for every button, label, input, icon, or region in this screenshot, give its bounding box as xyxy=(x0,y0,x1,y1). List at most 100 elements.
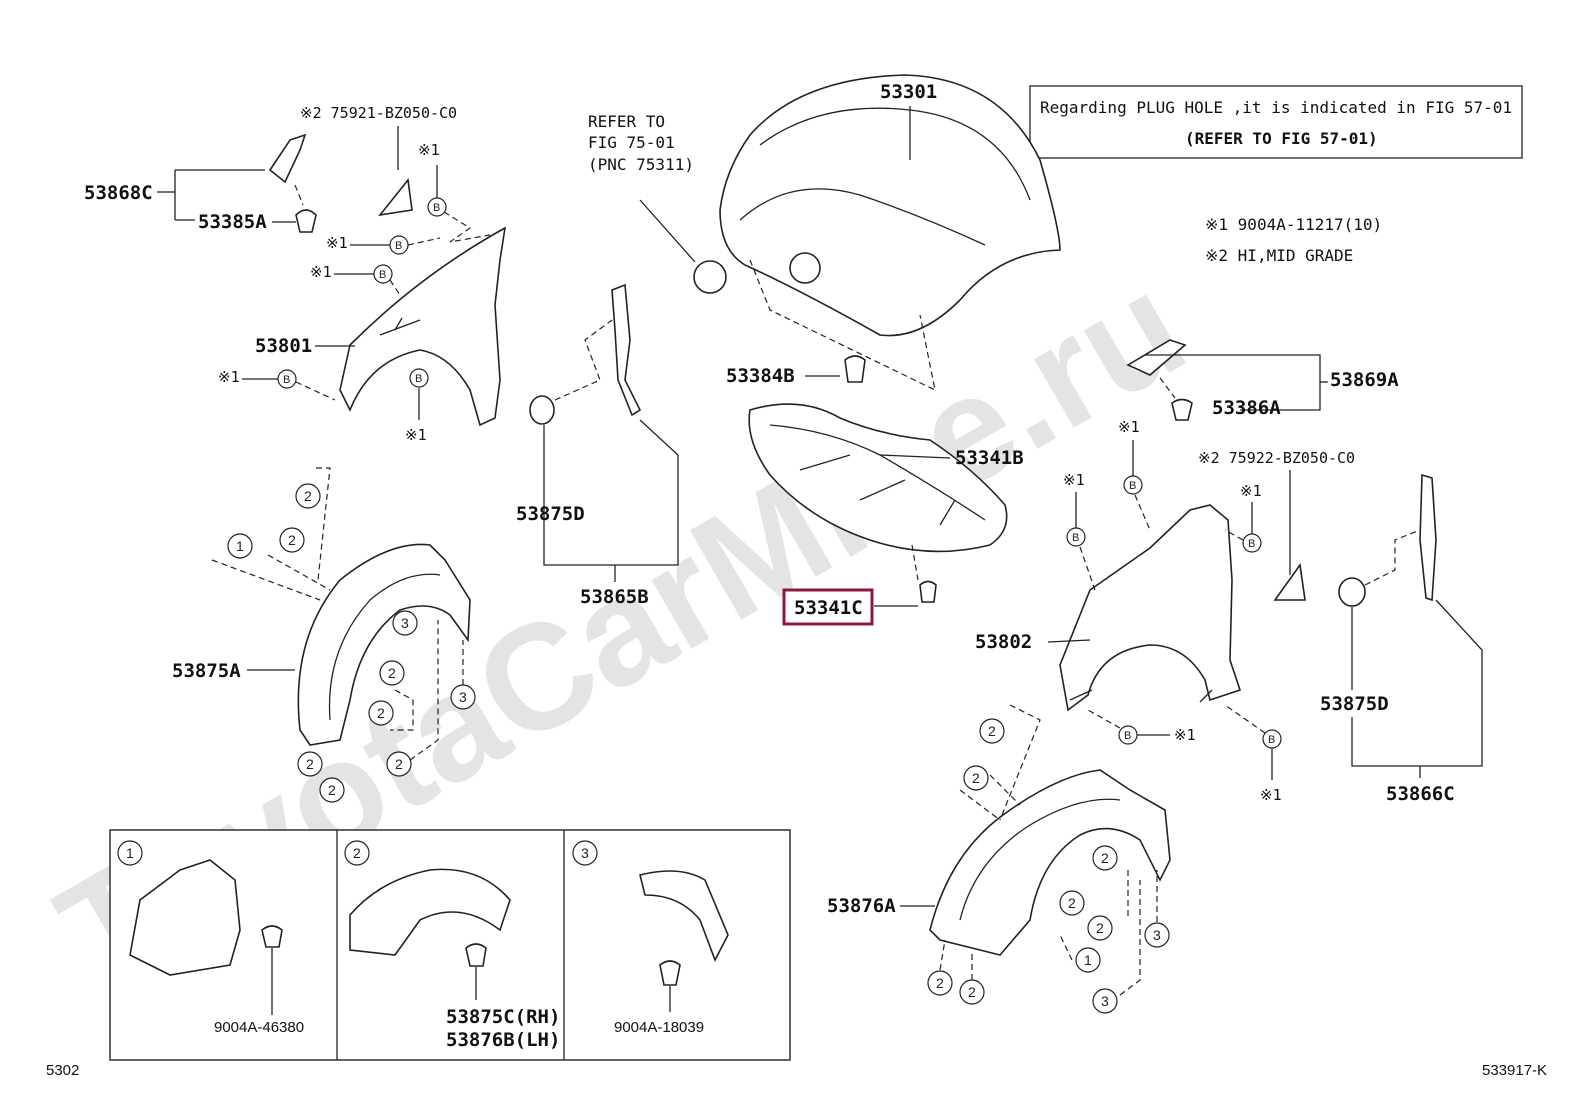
liner-right-shape xyxy=(929,769,1171,956)
svg-text:B: B xyxy=(1248,538,1255,550)
svg-text:2: 2 xyxy=(1096,920,1104,936)
svg-text:B: B xyxy=(379,269,386,281)
label-53865B: 53865B xyxy=(580,586,649,608)
refer-line-2: FIG 75-01 xyxy=(588,133,675,152)
clip-53385A xyxy=(295,209,317,233)
x1-mark: ※1 xyxy=(218,368,240,386)
x1-mark: ※1 xyxy=(1174,726,1196,744)
label-53876A: 53876A xyxy=(827,895,896,917)
label-53866C: 53866C xyxy=(1386,783,1455,805)
note-box xyxy=(1029,85,1523,159)
label-75921: ※2 75921-BZ050-C0 xyxy=(300,104,457,122)
garnish-shape-left xyxy=(378,178,413,217)
seal-53865B-shape xyxy=(611,283,642,417)
fender-right-shape xyxy=(1059,504,1242,712)
legend-note-2: ※2 HI,MID GRADE xyxy=(1205,246,1353,265)
clip-53341C xyxy=(919,580,937,603)
svg-text:3: 3 xyxy=(401,615,409,631)
svg-text:3: 3 xyxy=(1101,993,1109,1009)
garnish-shape-right xyxy=(1273,562,1306,601)
svg-text:2: 2 xyxy=(328,782,336,798)
svg-text:B: B xyxy=(433,202,440,214)
svg-text:2: 2 xyxy=(936,975,944,991)
highlight-box-53341C xyxy=(782,588,874,626)
svg-text:2: 2 xyxy=(377,705,385,721)
inset-1-number xyxy=(117,840,143,866)
svg-text:2: 2 xyxy=(1101,850,1109,866)
svg-text:2: 2 xyxy=(1068,895,1076,911)
svg-text:2: 2 xyxy=(972,770,980,786)
svg-text:1: 1 xyxy=(126,845,134,861)
svg-text:B: B xyxy=(415,373,422,385)
clip-53384B xyxy=(844,355,866,383)
x1-mark: ※1 xyxy=(1240,482,1262,500)
clip-53875D-left xyxy=(529,395,555,425)
svg-text:2: 2 xyxy=(388,665,396,681)
svg-text:3: 3 xyxy=(1153,927,1161,943)
inset-1-part: 9004A-46380 xyxy=(214,1019,304,1036)
svg-text:3: 3 xyxy=(581,845,589,861)
svg-text:1: 1 xyxy=(236,538,244,554)
svg-text:2: 2 xyxy=(968,984,976,1000)
b-mark xyxy=(373,264,393,284)
svg-text:B: B xyxy=(1129,480,1136,492)
label-53341C: 53341C xyxy=(794,597,863,619)
svg-text:2: 2 xyxy=(353,845,361,861)
label-53875D-left: 53875D xyxy=(516,503,585,525)
label-53801: 53801 xyxy=(255,335,312,357)
x1-mark: ※1 xyxy=(326,234,348,252)
x1-mark: ※1 xyxy=(405,426,427,444)
svg-text:B: B xyxy=(1268,734,1275,746)
moulding-shape-right xyxy=(1126,339,1187,376)
inset-2-part-lh: 53876B(LH) xyxy=(446,1029,560,1051)
inset-1-shape xyxy=(129,859,241,976)
inset-3-shape xyxy=(639,870,729,962)
b-mark xyxy=(277,369,297,389)
fender-left-shape xyxy=(339,226,507,427)
inset-3-number xyxy=(572,840,598,866)
label-53386A: 53386A xyxy=(1212,397,1281,419)
x1-mark: ※1 xyxy=(1118,418,1140,436)
svg-text:B: B xyxy=(1124,730,1131,742)
svg-text:B: B xyxy=(395,240,402,252)
refer-line-1: REFER TO xyxy=(588,112,665,131)
b-mark xyxy=(1066,527,1086,547)
b-mark xyxy=(409,368,429,388)
svg-text:2: 2 xyxy=(988,723,996,739)
svg-text:2: 2 xyxy=(288,532,296,548)
label-53868C: 53868C xyxy=(84,182,153,204)
svg-text:2: 2 xyxy=(395,756,403,772)
label-53869A: 53869A xyxy=(1330,369,1399,391)
note-line-2: (REFER TO FIG 57-01) xyxy=(1185,129,1378,148)
svg-text:2: 2 xyxy=(304,488,312,504)
label-53802: 53802 xyxy=(975,631,1032,653)
label-75922: ※2 75922-BZ050-C0 xyxy=(1198,449,1355,467)
svg-text:2: 2 xyxy=(306,756,314,772)
plug-hole-shape xyxy=(693,260,727,294)
note-line-1: Regarding PLUG HOLE ,it is indicated in … xyxy=(1040,98,1512,117)
inset-2-number xyxy=(344,840,370,866)
clip-53386A xyxy=(1171,398,1193,421)
x1-mark: ※1 xyxy=(310,263,332,281)
x1-mark: ※1 xyxy=(1260,786,1282,804)
b-mark xyxy=(1242,533,1262,553)
label-53384B: 53384B xyxy=(726,365,795,387)
label-53385A: 53385A xyxy=(198,211,267,233)
label-53341B: 53341B xyxy=(955,447,1024,469)
inset-2-shape xyxy=(349,868,511,956)
label-53875D-right: 53875D xyxy=(1320,693,1389,715)
moulding-shape-left xyxy=(268,133,307,184)
seal-53866C-shape xyxy=(1419,473,1437,602)
x1-mark: ※1 xyxy=(1063,471,1085,489)
footer-left-code: 5302 xyxy=(46,1062,79,1079)
x1-mark: ※1 xyxy=(418,141,440,159)
label-53301: 53301 xyxy=(880,81,937,103)
svg-text:3: 3 xyxy=(459,689,467,705)
svg-text:B: B xyxy=(1072,532,1079,544)
svg-text:1: 1 xyxy=(1084,952,1092,968)
legend-note-1: ※1 9004A-11217(10) xyxy=(1205,215,1382,234)
label-53875A: 53875A xyxy=(172,660,241,682)
insulator-53341B-shape xyxy=(748,403,1008,553)
